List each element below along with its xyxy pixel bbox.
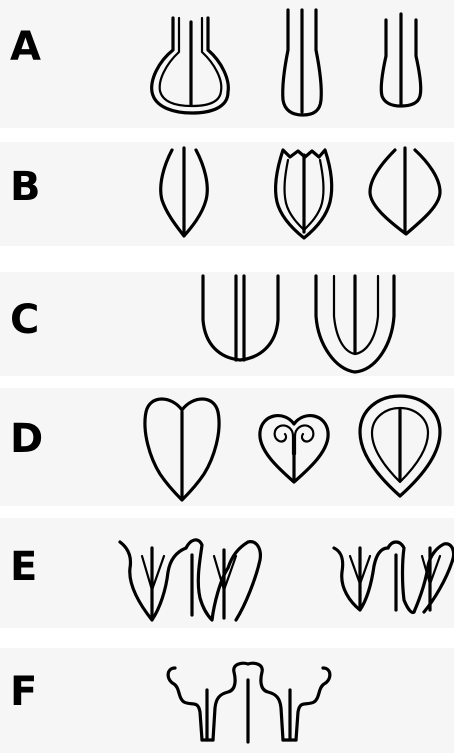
row-label-b: B (10, 164, 41, 210)
row-label-d: D (10, 416, 43, 462)
row-label-f: F (10, 669, 37, 715)
row-label-c: C (10, 297, 39, 343)
row-label-e: E (10, 544, 37, 590)
row-label-a: A (10, 24, 41, 70)
